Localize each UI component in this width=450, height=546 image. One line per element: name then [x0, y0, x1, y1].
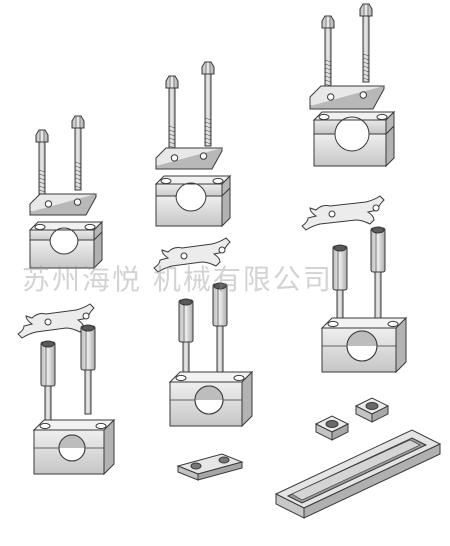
bolt: [201, 61, 215, 147]
bolt: [165, 75, 179, 155]
bolt-hole: [84, 223, 96, 231]
spacer-nut: [212, 283, 228, 327]
spacer-hole: [41, 340, 55, 348]
bolt: [71, 115, 85, 191]
bolt-hole: [39, 422, 51, 430]
plate-hole: [327, 93, 335, 101]
bolt-hole: [95, 422, 107, 430]
clamp-lower-half: [313, 124, 395, 168]
cover-plate: [29, 193, 97, 216]
spacer-nut: [370, 227, 386, 273]
safety-plate: [17, 303, 95, 339]
stud-with-spacer: [80, 324, 96, 415]
bolt-shank: [204, 73, 212, 147]
bolt: [35, 129, 49, 199]
spacer-hole: [81, 324, 95, 332]
safety-plate: [301, 195, 385, 231]
bolt-shank: [38, 141, 46, 199]
bolt-head: [71, 115, 85, 129]
clamp-upper-half: [28, 220, 104, 244]
bolt-hole: [160, 177, 172, 185]
bolt-hole: [212, 177, 224, 185]
safety-plate: [153, 237, 231, 273]
cover-plate: [309, 85, 385, 110]
bolt: [321, 15, 335, 89]
plate-hole: [372, 204, 380, 212]
bolt-hole: [34, 223, 46, 231]
bolt-head: [35, 129, 49, 143]
bolt-hole: [233, 374, 245, 382]
stud-with-spacer: [370, 226, 386, 327]
weld-nut: [218, 456, 230, 464]
mounting-rail: [274, 429, 442, 519]
bolt-head: [359, 3, 373, 17]
weld-plate: [176, 453, 244, 481]
clamp-body: [320, 316, 408, 374]
spacer-nut: [178, 299, 194, 343]
plate-hole: [199, 152, 208, 160]
bolt-shank: [362, 15, 370, 83]
bolt-head: [201, 61, 215, 75]
clamp-body: [168, 370, 254, 428]
clamp-upper-half: [154, 174, 232, 200]
clamp-lower-half: [29, 230, 103, 270]
plate-hole: [82, 312, 90, 320]
clamp-body: [32, 418, 116, 476]
spacer-hole: [179, 298, 193, 306]
plate-hole: [218, 246, 226, 254]
cover-plate: [155, 147, 223, 170]
spacer-nut: [332, 245, 348, 291]
bolt: [359, 3, 373, 83]
spacer-hole: [333, 244, 347, 252]
nut-thread: [325, 420, 339, 428]
bolt-hole: [376, 113, 388, 121]
spacer-hole: [213, 282, 227, 290]
plate-hole: [359, 91, 367, 99]
bolt-head: [321, 15, 335, 29]
stud-with-spacer: [212, 282, 228, 385]
plate-hole: [44, 318, 52, 326]
bolt-hole: [175, 374, 187, 382]
bolt-hole: [387, 320, 399, 328]
bolt-hole: [318, 113, 330, 121]
clamp-upper-half: [312, 110, 396, 136]
bolt-shank: [168, 87, 176, 155]
bolt-shank: [74, 127, 82, 191]
bolt-hole: [327, 320, 339, 328]
spacer-hole: [371, 226, 385, 234]
rail-nut: [314, 415, 350, 441]
plate-hole: [180, 252, 188, 260]
clamp-lower-half: [155, 186, 231, 228]
nut-thread: [365, 402, 379, 410]
spacer-nut: [80, 325, 96, 371]
spacer-nut: [40, 341, 56, 387]
plate-hole: [170, 154, 179, 162]
plate-hole: [44, 200, 53, 208]
rail-nut: [354, 397, 390, 423]
bolt-head: [165, 75, 179, 89]
plate-hole: [73, 198, 82, 206]
plate-hole: [328, 210, 336, 218]
bolt-shank: [324, 27, 332, 89]
stud-with-spacer: [40, 340, 56, 423]
stud-shank: [84, 369, 92, 415]
stud-shank: [44, 385, 52, 423]
weld-nut: [190, 462, 202, 470]
